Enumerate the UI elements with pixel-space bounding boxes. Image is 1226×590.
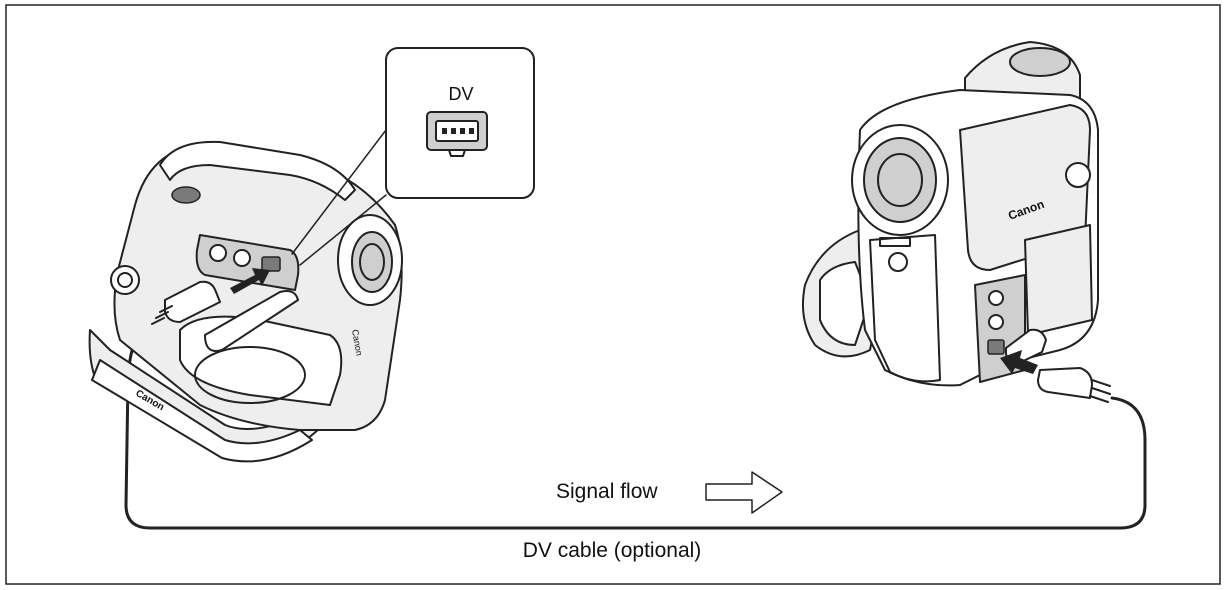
dv-port-tab [448,149,466,157]
right-lens-inner [877,153,923,207]
right-cable-plug [1037,367,1093,399]
left-side-knob [110,265,140,295]
arrow-right-outline-icon [705,471,783,514]
right-front-button [888,252,908,272]
dv-pin-4 [469,128,474,134]
left-side-door [204,290,299,352]
inset-leader-bottom [299,194,387,266]
right-plug-ribs [1089,379,1111,403]
left-top-handle [159,140,356,201]
left-jack-1 [209,244,227,262]
right-hand-strap-front [819,261,871,346]
left-plug-ribs [151,305,173,325]
left-top-control [171,186,201,204]
inset-leader-top [291,129,387,255]
right-viewfinder-eyecup [1009,47,1071,77]
dv-pin-1 [442,128,447,134]
dv-port-inner [435,120,479,142]
right-jack-2 [988,314,1004,330]
dv-port-icon [426,111,488,157]
left-lens-inner [359,243,385,281]
right-front-label-strip [879,237,911,247]
left-lower-ellipse [194,346,306,404]
left-jack-2 [233,249,251,267]
camcorder-right-icon: Canon [802,41,1111,403]
camcorder-left-icon: Canon Canon [88,140,403,463]
dv-pin-2 [451,128,456,134]
left-cable-plug [164,280,221,323]
left-dv-jack [261,256,281,272]
dv-pin-3 [460,128,465,134]
dv-port-inset: DV [291,47,535,266]
right-connector-arrow-icon [1000,350,1038,374]
right-jack-1 [988,290,1004,306]
right-front-lower [869,234,941,383]
right-battery [1024,224,1093,336]
cable-label: DV cable (optional) [523,539,702,562]
inset-port-label: DV [448,84,473,104]
right-lens-glass [863,137,937,223]
right-dv-jack [987,339,1005,355]
left-hand-strap-band [91,359,313,463]
left-side-knob-center [117,272,133,288]
right-side-button [1065,162,1091,188]
signal-flow-label: Signal flow [556,480,658,503]
dv-cable [124,318,1147,530]
left-lens-glass [351,231,393,293]
left-brand-small: Canon [350,329,364,357]
left-connector-arrow-icon [230,268,270,294]
